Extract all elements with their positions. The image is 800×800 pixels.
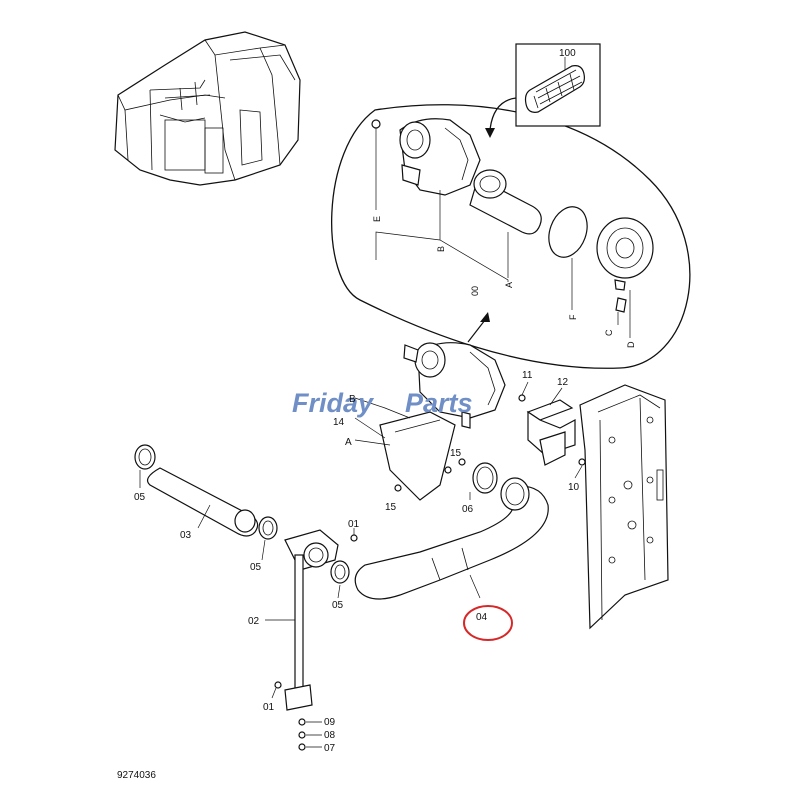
label-08: 08 [324,730,336,741]
air-cleaner-icon [371,118,481,210]
label-06: 06 [462,504,474,515]
label-02: 02 [248,616,260,627]
label-01-upper: 01 [348,519,360,530]
filter-element-primary [469,169,542,235]
label-07: 07 [324,743,336,754]
label-E: E [372,216,382,222]
part-labels: 100 E B 00 A F C D 11 12 10 14 B A 15 15… [117,48,636,781]
label-14-A: A [345,437,352,448]
label-B: B [436,246,446,252]
oval-leader-lines [375,190,631,338]
label-D: D [626,341,636,348]
label-10: 10 [568,482,580,493]
air-cleaner-cover [596,217,654,313]
bracket-12 [518,381,586,479]
watermark-word-1: Friday [292,388,375,418]
label-15-upper: 15 [450,448,462,459]
label-14-B: B [349,394,356,405]
drawing-number: 9274036 [117,770,156,781]
highlight-circle [463,605,513,641]
clamp-06 [458,458,498,500]
bracket-14 [354,397,456,501]
label-05-left: 05 [134,492,146,503]
watermark: Friday Parts [292,388,473,418]
air-cleaner-assembly [403,342,506,429]
filter-element-icon [524,65,585,113]
label-05-middle: 05 [250,562,262,573]
safety-element [548,206,588,258]
label-12: 12 [557,377,569,388]
label-01-lower: 01 [263,702,275,713]
label-11: 11 [522,370,533,381]
label-03: 03 [180,530,192,541]
label-14: 14 [333,417,345,428]
mounting-panel [579,384,669,630]
label-04: 04 [476,612,488,623]
label-00: 00 [470,286,480,296]
label-F: F [568,314,578,320]
pipe-03 [134,444,278,561]
support-bracket-02 [265,528,358,751]
label-A: A [504,282,514,288]
label-09: 09 [324,717,336,728]
elbow-hose-04 [354,477,549,600]
excavator-cab-icon [114,31,301,186]
label-05-right: 05 [332,600,344,611]
filter-element-callout [485,43,601,138]
label-15-lower: 15 [385,502,397,513]
label-100: 100 [559,48,576,59]
label-C: C [604,329,614,336]
watermark-word-2: Parts [405,388,473,418]
